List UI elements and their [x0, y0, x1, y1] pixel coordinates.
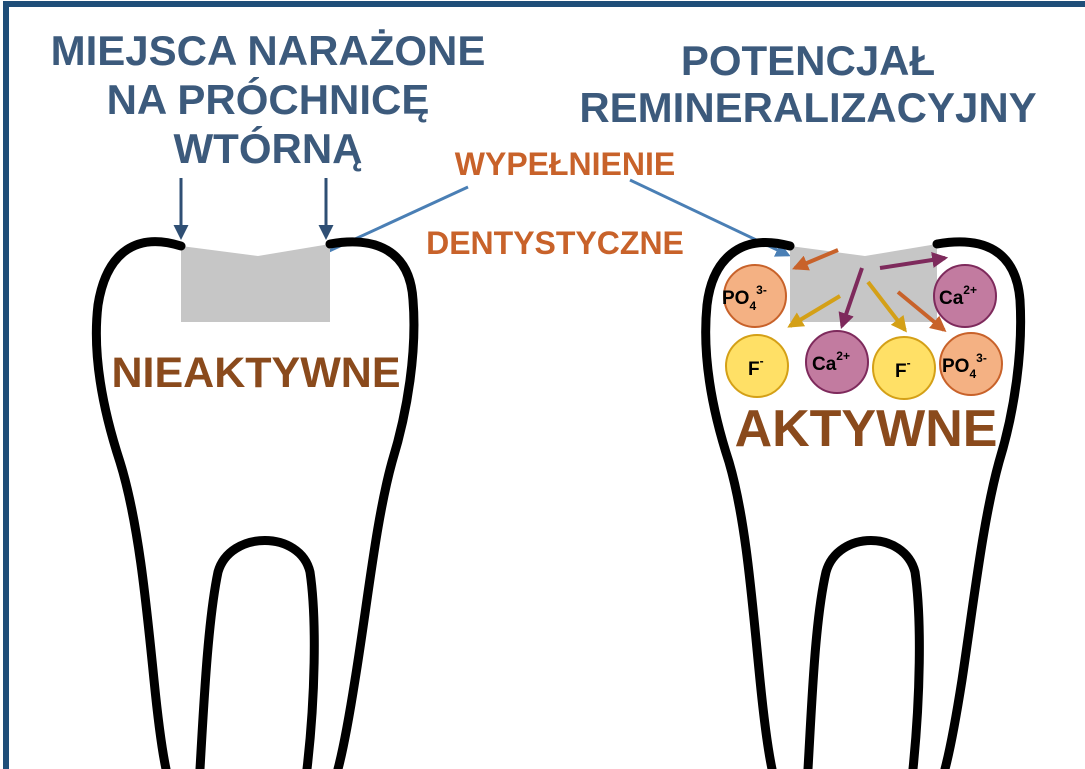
- filling-label-line-1: WYPEŁNIENIE: [455, 146, 675, 182]
- filling-label: WYPEŁNIENIE DENTYSTYCZNE: [426, 146, 684, 261]
- left-title-line-1: MIEJSCA NARAŻONE: [51, 27, 486, 74]
- right-title-line-1: POTENCJAŁ: [681, 37, 935, 84]
- ion-phosphate-2: PO43-: [940, 333, 1002, 395]
- phosphate-subscript: 4: [969, 367, 976, 381]
- left-title-line-2: NA PRÓCHNICĘ: [107, 75, 430, 123]
- right-tooth-filling: [790, 244, 937, 322]
- right-tooth-status: AKTYWNE: [735, 400, 998, 458]
- ion-fluoride-2: F-: [873, 337, 935, 399]
- phosphate-base: PO: [722, 288, 749, 309]
- calcium-base: Ca: [812, 354, 837, 375]
- left-tooth-status: NIEAKTYWNE: [111, 349, 400, 397]
- calcium-base: Ca: [939, 288, 964, 309]
- ion-phosphate-1: PO43-: [722, 265, 786, 327]
- right-title-line-2: REMINERALIZACYJNY: [579, 84, 1036, 131]
- phosphate-charge: 3-: [976, 351, 987, 365]
- fluoride-base: F: [748, 359, 760, 380]
- phosphate-base: PO: [942, 356, 969, 377]
- left-tooth: NIEAKTYWNE: [96, 242, 414, 769]
- ion-fluoride-1: F-: [726, 335, 788, 397]
- fluoride-charge: -: [760, 354, 764, 368]
- left-tooth-filling: [181, 244, 330, 322]
- fluoride-charge: -: [907, 356, 911, 370]
- calcium-charge: 2+: [836, 349, 850, 363]
- right-title: POTENCJAŁ REMINERALIZACYJNY: [579, 37, 1036, 131]
- ion-calcium-2: Ca2+: [806, 331, 868, 393]
- filling-label-line-2: DENTYSTYCZNE: [426, 225, 684, 261]
- calcium-charge: 2+: [963, 283, 977, 297]
- phosphate-subscript: 4: [749, 299, 756, 313]
- ion-calcium-1: Ca2+: [934, 265, 996, 327]
- left-title-line-3: WTÓRNĄ: [174, 124, 363, 172]
- fluoride-base: F: [895, 361, 907, 382]
- phosphate-charge: 3-: [756, 283, 767, 297]
- left-title: MIEJSCA NARAŻONE NA PRÓCHNICĘ WTÓRNĄ: [51, 27, 486, 172]
